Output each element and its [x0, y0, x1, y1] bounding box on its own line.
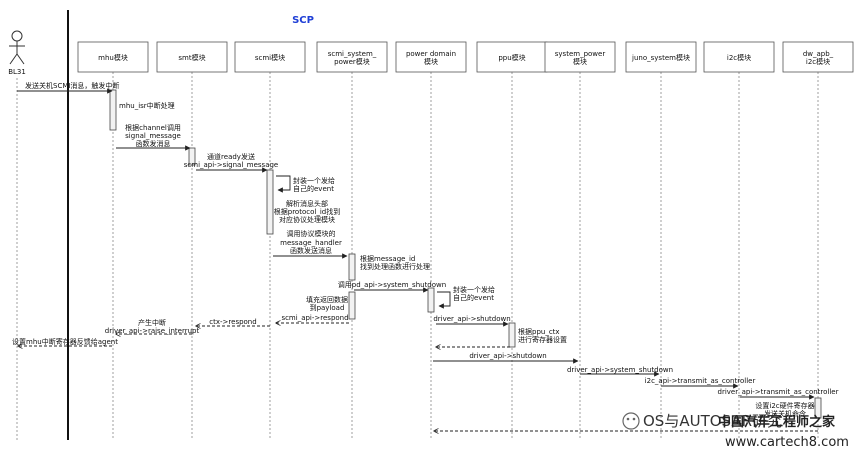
message-label: signal_message — [125, 132, 181, 140]
message-label: 对应协议处理模块 — [279, 215, 335, 224]
message-label: scmi_api->signal_message — [184, 161, 279, 169]
participant-label: ppu模块 — [498, 53, 525, 62]
participant-ppu: ppu模块 — [476, 41, 548, 440]
activation-bar — [348, 253, 356, 281]
message-label: 函数发送消息 — [290, 246, 332, 255]
message-label: driver_api->raise_interrupt — [105, 327, 200, 335]
message-label: 根据ppu_ctx — [518, 327, 560, 336]
message-label: mhu_isr中断处理 — [119, 101, 175, 110]
self-message-arrow — [437, 291, 451, 309]
participant-label: i2c模块 — [806, 57, 830, 66]
message-label: 找到处理函数进行处理 — [360, 262, 430, 271]
message-label: ctx->respond — [209, 318, 256, 326]
watermark: OS与AUTOSAR研究 中国汽车工程师之家 www.cartech8.com — [622, 412, 849, 450]
message-label: driver_api->shutdown — [433, 315, 510, 323]
message-label: 根据protocol_id找到 — [274, 207, 340, 216]
message-label: i2c_api->transmit_as_controller — [645, 377, 756, 385]
message-label: 进行寄存器设置 — [518, 335, 567, 344]
message-label: 发送关机命令 — [764, 409, 806, 418]
actor-label: BL31 — [8, 68, 26, 76]
participant-box — [703, 41, 775, 73]
participant-box — [156, 41, 228, 73]
message-label: 根据channel调用 — [125, 123, 181, 132]
message-label: 到payload — [310, 304, 345, 312]
participant-smt: smt模块 — [156, 41, 228, 440]
message-label: 函数发消息 — [136, 139, 171, 148]
message-label: 封装一个发给 — [453, 285, 495, 294]
participant-juno_system: juno_system模块 — [625, 41, 697, 440]
participant-box — [625, 41, 697, 73]
participant-label: smt模块 — [178, 53, 205, 62]
participant-box — [782, 41, 854, 73]
message-label: 填充返回数据 — [306, 295, 348, 304]
message-label: 通道ready发送 — [207, 152, 255, 161]
participant-label: scmi模块 — [255, 53, 285, 62]
message-label: 设置mhu中断寄存器反馈给agent — [12, 337, 118, 346]
participant-box — [234, 41, 306, 73]
participant-label: 模块 — [573, 57, 587, 66]
activation-bar — [348, 291, 356, 320]
diagram-title: SCP — [292, 15, 314, 26]
activation-bar — [266, 169, 274, 235]
message-label: 根据message_id — [360, 254, 415, 263]
message-label: driver_api->system_shutdown — [567, 366, 673, 374]
participant-label: i2c模块 — [727, 53, 751, 62]
participant-label: dw_apb_ — [803, 50, 834, 58]
participant-label: juno_system模块 — [631, 53, 690, 62]
message-label: driver_api->transmit_as_controller — [718, 388, 839, 396]
message-label: 自己的event — [293, 184, 334, 193]
participant-label: power模块 — [334, 57, 370, 66]
message-label: message_handler — [280, 239, 342, 247]
message-label: 解析消息头部 — [286, 199, 328, 208]
message-label: 产生中断 — [138, 318, 166, 327]
activation-bar — [109, 89, 117, 131]
participant-i2c: i2c模块 — [703, 41, 775, 440]
message-label: 设置i2c硬件寄存器 — [755, 401, 814, 410]
participant-box — [316, 41, 388, 73]
participant-label: system_power — [555, 50, 606, 58]
watermark-account: OS与AUTOSAR研究 — [643, 412, 782, 430]
activation-bar — [508, 322, 516, 348]
participant-dw_apb: dw_apb_i2c模块 — [782, 41, 854, 440]
participant-scmi: scmi模块 — [234, 41, 306, 440]
participant-box — [395, 41, 467, 73]
participant-label: 模块 — [424, 57, 438, 66]
wechat-icon — [622, 412, 640, 430]
participant-label: scmi_system_ — [328, 50, 377, 58]
message-label: 封装一个发给 — [293, 176, 335, 185]
self-message-arrow — [276, 175, 291, 193]
activation-bar — [814, 397, 822, 419]
watermark-site-url: www.cartech8.com — [725, 435, 849, 450]
participant-label: power domain — [406, 50, 456, 58]
message-label: driver_api->shutdown — [469, 352, 546, 360]
participant-mhu: mhu模块 — [77, 41, 149, 440]
participant-system_power: system_power模块 — [544, 41, 616, 440]
actor-bl31: BL31 — [8, 30, 26, 76]
message-label: 调用协议模块的 — [287, 229, 336, 238]
message-label: 自己的event — [453, 293, 494, 302]
participant-box — [544, 41, 616, 73]
message-label: scmi_api->respond — [281, 314, 348, 322]
participant-box — [77, 41, 149, 73]
activation-bar — [188, 147, 196, 166]
message-label: 调用pd_api->system_shutdown — [338, 280, 446, 289]
watermark-site-name: 中国汽车工程师之家 — [718, 414, 836, 430]
activation-bar — [427, 287, 435, 313]
participant-scmi_power: scmi_system_power模块 — [316, 41, 388, 440]
message-label: 发送关机SCMI消息，触发中断 — [25, 81, 119, 90]
participant-label: mhu模块 — [98, 53, 128, 62]
